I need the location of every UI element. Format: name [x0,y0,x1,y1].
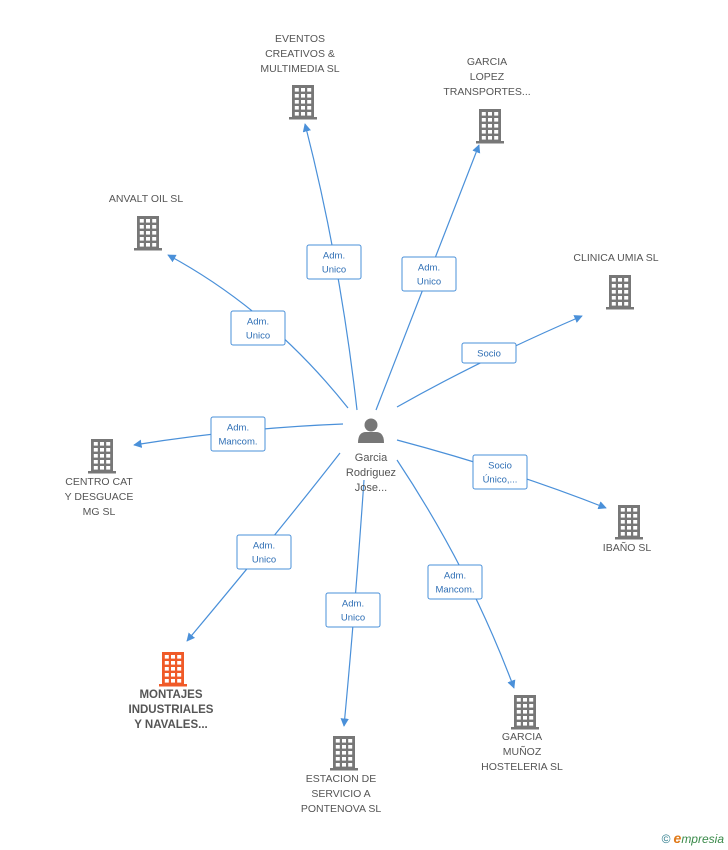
company-name-line: GARCIA [467,56,507,68]
role-badge-ibano[interactable]: SocioÚnico,... [472,454,528,490]
brand-logo-e: e [673,830,682,846]
building-icon[interactable] [159,652,187,687]
company-name-line: Y NAVALES... [134,719,208,731]
role-text: Socio [477,349,501,360]
company-name-line: Y DESGUACE [65,491,134,503]
company-name-line: PONTENOVA SL [301,803,381,815]
company-name-clinica[interactable]: CLINICA UMIA SL [573,252,658,264]
role-text: Unico [322,265,346,276]
building-icon[interactable] [289,85,317,120]
role-text: Mancom. [218,437,257,448]
role-text: Adm. [323,251,345,262]
company-name-anvalt[interactable]: ANVALT OIL SL [109,193,183,205]
role-text: Adm. [342,599,364,610]
company-name-line: CLINICA UMIA SL [573,252,658,264]
brand-name: mpresia [681,832,724,846]
role-text: Adm. [227,423,249,434]
footer-brand: ©empresia [662,830,724,846]
role-text: Mancom. [435,585,474,596]
role-text: Adm. [418,263,440,274]
role-text: Unico [246,331,270,342]
role-badge-estacion[interactable]: Adm. Unico [325,592,381,628]
company-name-line: GARCIA [502,731,542,743]
company-name-estacion[interactable]: ESTACION DE SERVICIO A PONTENOVA SL [301,773,381,815]
person-name-line: Jose... [355,482,387,494]
role-text: Unico [341,613,365,624]
building-icon[interactable] [134,216,162,251]
building-icon[interactable] [88,439,116,474]
company-name-eventos[interactable]: EVENTOS CREATIVOS & MULTIMEDIA SL [260,33,339,75]
company-name-line: ANVALT OIL SL [109,193,183,205]
building-icon[interactable] [476,109,504,144]
company-name-line: LOPEZ [470,71,505,83]
role-badge-montajes[interactable]: Adm. Unico [236,534,292,570]
company-name-line: IBAÑO SL [603,541,652,554]
company-name-line: SERVICIO A [311,788,370,800]
role-text: Adm. [253,541,275,552]
company-name-garcia-munoz[interactable]: GARCIA MUÑOZ HOSTELERIA SL [481,731,563,773]
company-name-centro[interactable]: CENTRO CAT Y DESGUACE MG SL [65,476,134,518]
person-name-line: Garcia [355,452,388,464]
company-name-line: ESTACION DE [306,773,376,785]
company-name-line: MONTAJES [139,689,202,701]
role-text: Único,... [483,475,518,486]
company-name-line: CREATIVOS & [265,48,335,60]
building-icon[interactable] [511,695,539,730]
role-badge-centro[interactable]: Adm. Mancom. [210,416,266,452]
person-name[interactable]: GarciaRodriguezJose... [346,452,396,494]
company-name-line: CENTRO CAT [65,476,133,488]
role-text: Adm. [444,571,466,582]
company-name-line: MG SL [83,506,116,518]
role-text: Unico [252,555,276,566]
role-badge-clinica[interactable]: Socio [461,342,517,364]
building-icon[interactable] [606,275,634,310]
role-badge-eventos[interactable]: Adm. Unico [306,244,362,280]
role-text: Adm. [247,317,269,328]
role-badge-garcia-lopez[interactable]: Adm. Unico [401,256,457,292]
company-name-garcia-lopez[interactable]: GARCIA LOPEZ TRANSPORTES... [443,56,530,98]
company-name-line: INDUSTRIALES [129,704,214,716]
company-name-line: TRANSPORTES... [443,86,530,98]
company-name-line: MUÑOZ [503,745,542,758]
building-icon[interactable] [615,505,643,540]
role-text: Unico [417,277,441,288]
company-name-line: MULTIMEDIA SL [260,63,339,75]
company-name-line: HOSTELERIA SL [481,761,563,773]
person-icon[interactable] [358,418,384,444]
company-name-montajes[interactable]: MONTAJES INDUSTRIALES Y NAVALES... [129,689,214,731]
role-badge-anvalt[interactable]: Adm. Unico [230,310,286,346]
role-text: Socio [488,461,512,472]
building-icon[interactable] [330,736,358,771]
role-badge-garcia-munoz[interactable]: Adm. Mancom. [427,564,483,600]
company-name-ibano[interactable]: IBAÑO SL [603,541,652,554]
copyright-symbol: © [661,832,671,846]
company-name-line: EVENTOS [275,33,325,45]
person-name-line: Rodriguez [346,467,396,479]
